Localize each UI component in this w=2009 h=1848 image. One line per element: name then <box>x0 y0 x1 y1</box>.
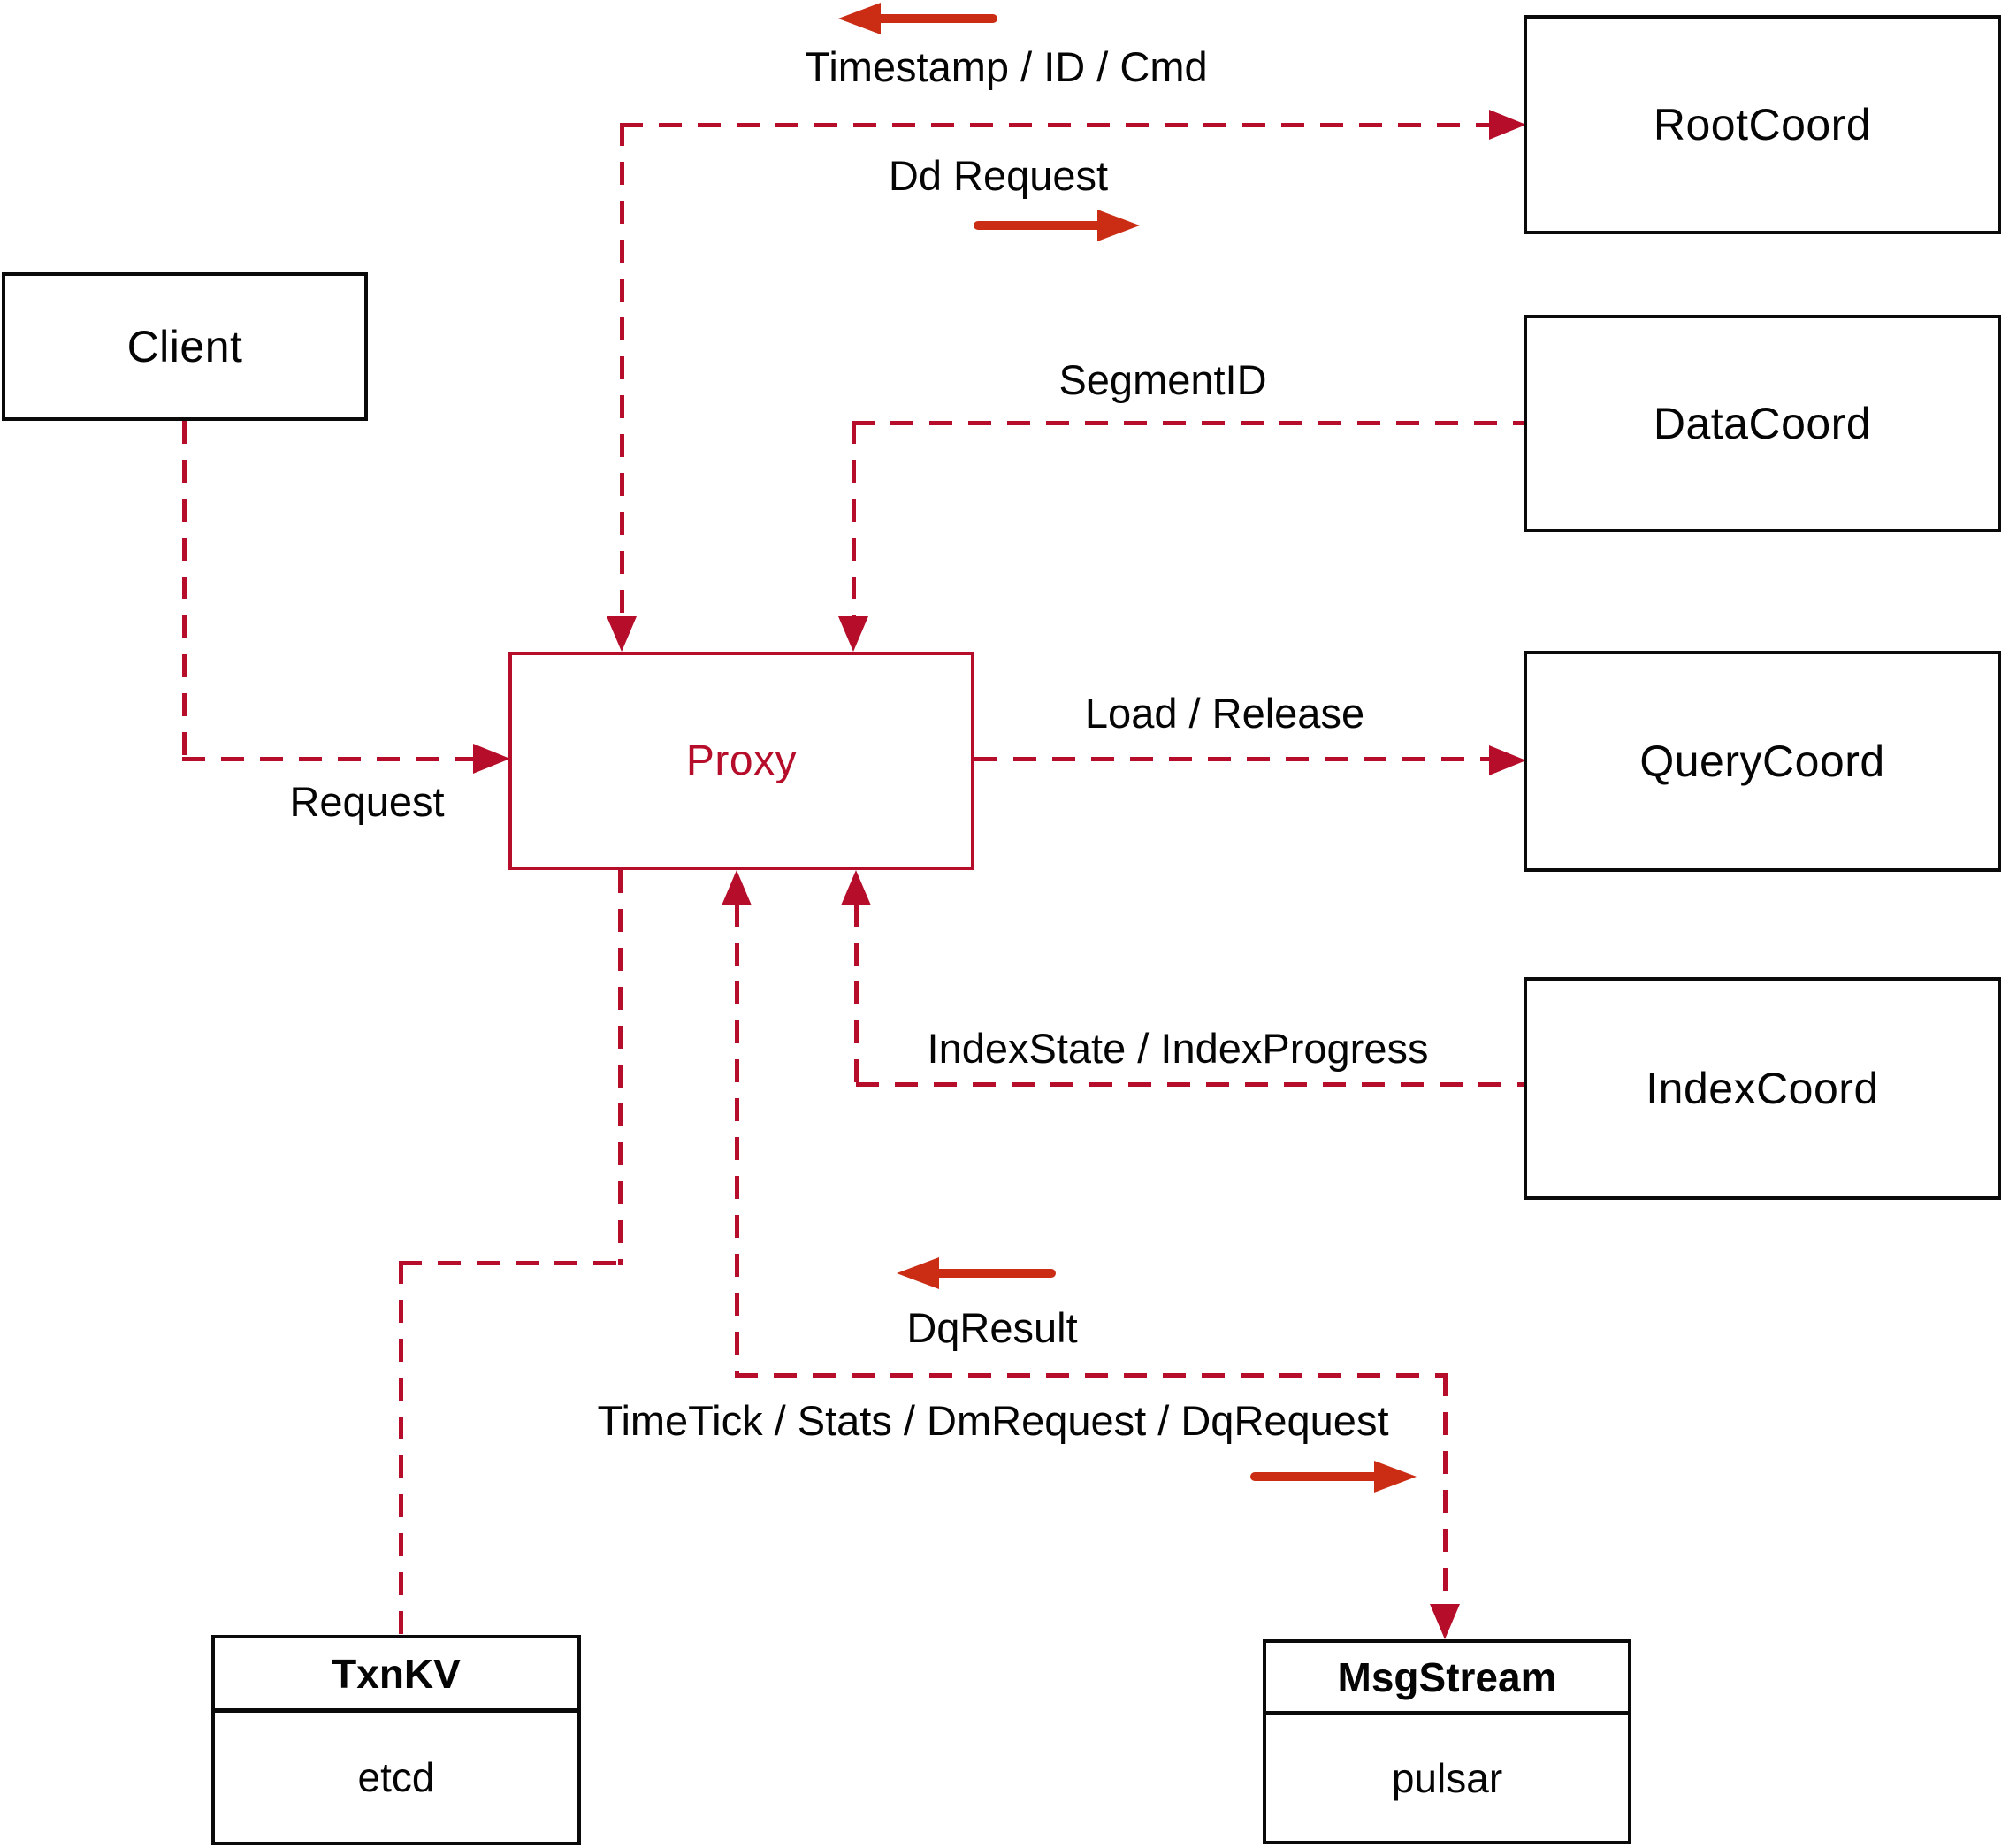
store-txnkv-title: TxnKV <box>215 1638 577 1713</box>
edge-proxy-rootcoord-horizontal <box>620 123 1493 127</box>
node-proxy-label: Proxy <box>685 737 798 784</box>
edge-client-proxy-vertical <box>182 421 187 763</box>
arrowhead-into-proxy-left <box>473 744 510 774</box>
node-indexcoord-label: IndexCoord <box>1646 1064 1879 1113</box>
edge-proxy-rootcoord-vertical <box>620 123 624 618</box>
label-load-release: Load / Release <box>1084 690 1365 737</box>
arrow-head <box>838 3 881 34</box>
edge-client-proxy-horizontal <box>182 757 478 761</box>
edge-proxy-txnkv-vertical-lower <box>399 1261 403 1635</box>
label-segment-id: SegmentID <box>1058 356 1267 403</box>
edge-indexcoord-proxy-horizontal <box>856 1082 1524 1087</box>
arrow-head <box>1374 1461 1417 1493</box>
arrowhead-into-msgstream <box>1430 1604 1460 1639</box>
edge-proxy-msgstream-vertical-upper <box>735 904 739 1377</box>
edge-proxy-msgstream-vertical-lower <box>1443 1373 1448 1606</box>
store-txnkv-implementation: etcd <box>357 1754 435 1800</box>
store-msgstream: MsgStream pulsar <box>1263 1639 1631 1844</box>
label-timestamp-id-cmd: Timestamp / ID / Cmd <box>805 43 1208 90</box>
arrowhead-into-proxy-top-right <box>838 616 868 652</box>
store-msgstream-title: MsgStream <box>1266 1643 1628 1715</box>
label-request: Request <box>289 778 445 825</box>
node-datacoord-label: DataCoord <box>1653 399 1872 448</box>
arrowhead-into-proxy-top-left <box>607 616 637 652</box>
node-client-label: Client <box>126 322 243 371</box>
right-arrow-icon-timetick <box>1249 1461 1417 1493</box>
edge-datacoord-proxy-vertical <box>852 421 856 618</box>
arrow-shaft <box>1250 1472 1383 1481</box>
arrowhead-into-proxy-bottom-left <box>722 870 752 905</box>
node-rootcoord-label: RootCoord <box>1653 100 1872 149</box>
left-arrow-icon-dqresult <box>897 1257 1058 1289</box>
arrow-head <box>1097 210 1140 241</box>
label-index-state-progress: IndexState / IndexProgress <box>927 1025 1429 1072</box>
left-arrow-icon-timestamp <box>838 3 999 34</box>
arrow-head <box>897 1257 939 1289</box>
arrowhead-into-rootcoord <box>1489 110 1526 140</box>
label-dq-result: DqResult <box>906 1304 1078 1351</box>
edge-datacoord-proxy-horizontal <box>852 421 1524 425</box>
label-dd-request: Dd Request <box>888 152 1109 199</box>
node-querycoord-label: QueryCoord <box>1639 737 1885 786</box>
node-datacoord: DataCoord <box>1524 315 2001 532</box>
arrow-shaft <box>974 221 1106 230</box>
arrowhead-into-querycoord <box>1489 745 1526 775</box>
store-msgstream-implementation: pulsar <box>1391 1755 1503 1801</box>
node-indexcoord: IndexCoord <box>1524 977 2001 1200</box>
node-rootcoord: RootCoord <box>1524 15 2001 234</box>
arrowhead-into-proxy-bottom-right <box>841 870 871 905</box>
edge-indexcoord-proxy-vertical <box>854 904 859 1087</box>
label-timetick-stats: TimeTick / Stats / DmRequest / DqRequest <box>597 1397 1389 1444</box>
arrow-shaft <box>930 1269 1056 1278</box>
node-querycoord: QueryCoord <box>1524 651 2001 872</box>
edge-proxy-txnkv-vertical-upper <box>618 870 623 1265</box>
edge-proxy-querycoord-horizontal <box>974 757 1493 761</box>
node-proxy: Proxy <box>508 652 974 870</box>
arrow-shaft <box>872 14 997 23</box>
node-client: Client <box>2 272 368 421</box>
edge-proxy-txnkv-horizontal <box>399 1261 623 1265</box>
edge-proxy-msgstream-horizontal <box>735 1373 1448 1378</box>
right-arrow-icon-dd-request <box>972 210 1140 241</box>
store-txnkv: TxnKV etcd <box>211 1635 581 1845</box>
